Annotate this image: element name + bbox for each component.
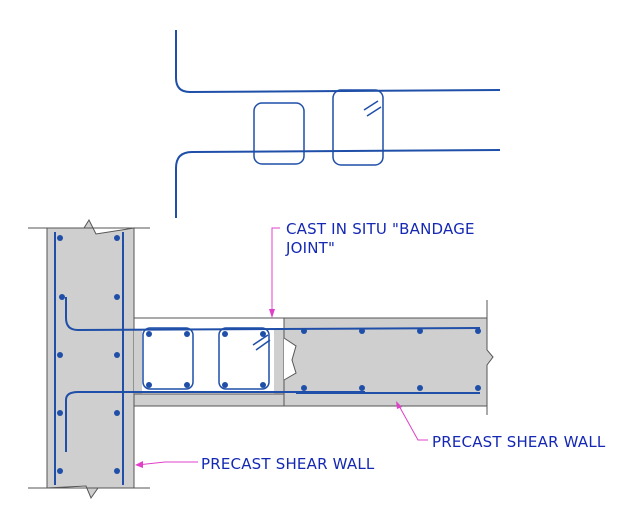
precast-wall-right-label: PRECAST SHEAR WALL xyxy=(432,433,606,451)
leader-lines xyxy=(136,227,428,466)
lap-bars xyxy=(65,297,481,452)
left-precast-wall xyxy=(28,218,150,500)
joint-core-white xyxy=(142,330,274,394)
bandage-joint-label-line2: JOINT" xyxy=(286,239,336,257)
bandage-joint-label: CAST IN SITU "BANDAGE JOINT" xyxy=(286,220,475,258)
bandage-joint-label-line1: CAST IN SITU "BANDAGE xyxy=(286,220,475,238)
leader-bandage xyxy=(271,227,280,316)
cast-in-situ-joint xyxy=(133,317,285,407)
leader-arrowheads xyxy=(135,309,402,468)
top-link-hook xyxy=(363,100,382,117)
joint-link-hook xyxy=(252,334,271,351)
right-precast-wall xyxy=(283,300,494,415)
top-lower-bar xyxy=(175,149,501,218)
top-link-right xyxy=(332,89,384,166)
right-wall-notch xyxy=(283,337,297,381)
joint-links xyxy=(142,327,271,390)
top-link-left xyxy=(253,102,305,165)
leader-wall-right xyxy=(397,403,428,441)
top-rebar-detail xyxy=(175,30,501,218)
precast-wall-left-label: PRECAST SHEAR WALL xyxy=(201,455,375,473)
joint-link-dots xyxy=(146,331,266,388)
joint-link-right xyxy=(218,327,270,390)
joint-lower-strip xyxy=(133,393,285,407)
upper-lap-bar xyxy=(65,297,481,332)
left-wall-concrete xyxy=(46,218,135,500)
left-wall-dots xyxy=(57,235,120,474)
lower-lap-bar xyxy=(65,391,365,452)
joint-link-left xyxy=(142,327,194,390)
leader-wall-left xyxy=(136,461,198,466)
top-upper-bar xyxy=(175,30,501,94)
